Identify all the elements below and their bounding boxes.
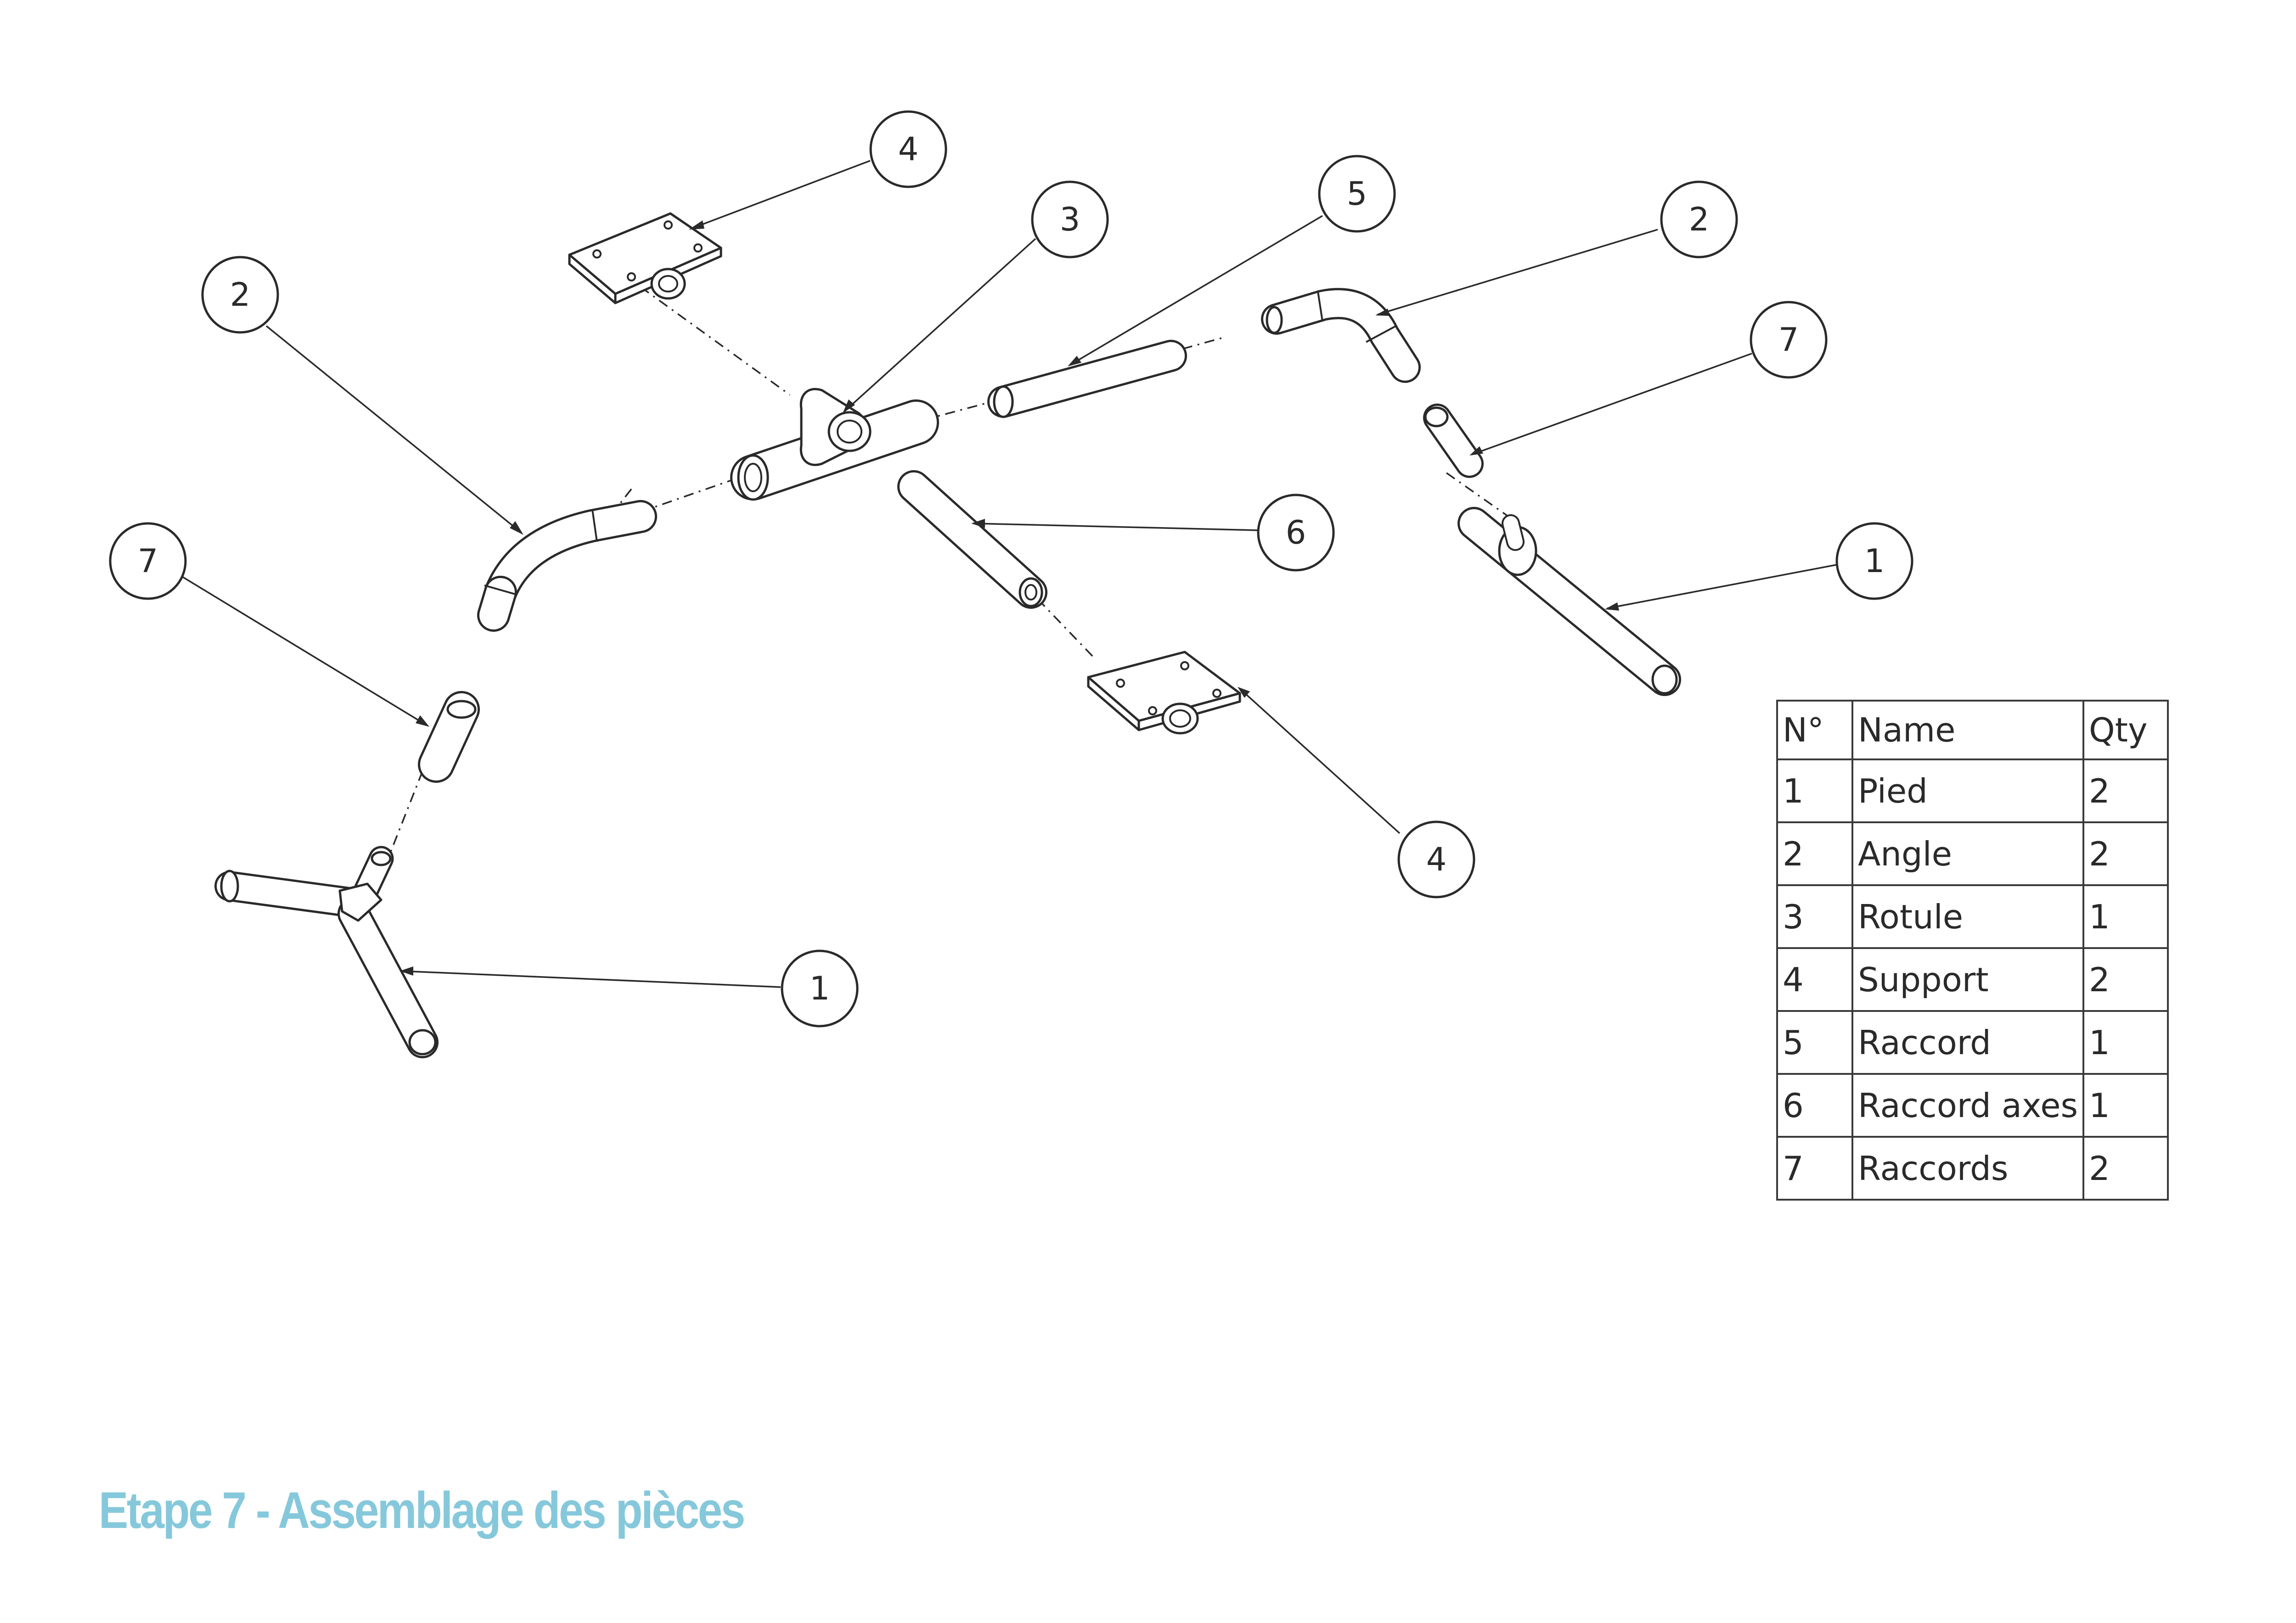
svg-text:4: 4 [1426, 841, 1447, 878]
row-qty: 2 [2082, 947, 2169, 1012]
callout-1-left: 1 [781, 949, 859, 1028]
row-number: 2 [1776, 821, 1853, 886]
row-number: 3 [1776, 884, 1853, 949]
svg-text:6: 6 [1286, 514, 1306, 551]
table-row: 7 Raccords 2 [1776, 1136, 2169, 1201]
svg-text:2: 2 [230, 276, 251, 314]
svg-text:1: 1 [1864, 542, 1885, 580]
part-support-top [568, 212, 722, 304]
row-name: Rotule [1851, 884, 2085, 949]
callout-3: 3 [1031, 180, 1109, 258]
row-number: 1 [1776, 758, 1853, 823]
callout-4-bottom: 4 [1397, 820, 1475, 899]
callout-2-right: 2 [1660, 180, 1738, 258]
part-raccord [987, 340, 1187, 418]
part-pied-left [214, 846, 439, 1058]
row-name: Raccords [1851, 1136, 2085, 1201]
table-row: 5 Raccord 1 [1776, 1010, 2169, 1075]
table-row: 4 Support 2 [1776, 947, 2169, 1012]
callout-1-right: 1 [1835, 522, 1913, 600]
row-qty: 1 [2082, 884, 2169, 949]
part-angle-right [1261, 288, 1421, 383]
header-qty: Qty [2082, 700, 2169, 760]
svg-text:2: 2 [1689, 201, 1710, 238]
callout-6: 6 [1257, 494, 1335, 572]
row-number: 7 [1776, 1136, 1853, 1201]
header-number: N° [1776, 700, 1853, 760]
row-number: 5 [1776, 1010, 1853, 1075]
table-row: 1 Pied 2 [1776, 758, 2169, 823]
row-name: Raccord [1851, 1010, 2085, 1075]
part-rotule [730, 387, 939, 501]
svg-text:3: 3 [1060, 201, 1080, 238]
part-raccords-left [418, 691, 480, 783]
row-qty: 2 [2082, 1136, 2169, 1201]
row-number: 6 [1776, 1073, 1853, 1138]
callout-7-left: 7 [109, 522, 187, 600]
svg-text:7: 7 [138, 542, 158, 580]
callout-bubbles: 4 3 5 2 2 7 6 1 [109, 110, 1913, 1028]
row-name: Support [1851, 947, 2085, 1012]
svg-text:1: 1 [810, 970, 830, 1007]
table-header-row: N° Name Qty [1776, 700, 2169, 760]
callout-4-top: 4 [869, 110, 947, 188]
callout-2-left: 2 [201, 256, 279, 334]
part-pied-right [1458, 507, 1681, 696]
part-support-bottom [1087, 651, 1241, 735]
row-qty: 2 [2082, 758, 2169, 823]
bill-of-materials-table: N° Name Qty 1 Pied 2 2 Angle 2 3 Rotule … [1776, 700, 2169, 1201]
part-angle-left [477, 500, 657, 632]
page-title: Etape 7 - Assemblage des pièces [99, 1482, 745, 1539]
callout-5: 5 [1318, 155, 1396, 233]
leader-arrowheads [400, 220, 1619, 976]
row-name: Raccord axes [1851, 1073, 2085, 1138]
header-name: Name [1851, 700, 2085, 760]
svg-text:7: 7 [1778, 321, 1799, 359]
row-qty: 1 [2082, 1073, 2169, 1138]
row-number: 4 [1776, 947, 1853, 1012]
part-raccords-right [1423, 404, 1484, 478]
table-row: 3 Rotule 1 [1776, 884, 2169, 949]
assembly-axes [387, 286, 1509, 859]
table-row: 2 Angle 2 [1776, 821, 2169, 886]
callout-7-right: 7 [1750, 301, 1828, 379]
row-qty: 2 [2082, 821, 2169, 886]
row-name: Angle [1851, 821, 2085, 886]
row-qty: 1 [2082, 1010, 2169, 1075]
svg-text:4: 4 [898, 130, 919, 168]
row-name: Pied [1851, 758, 2085, 823]
svg-text:5: 5 [1347, 175, 1367, 213]
leader-lines [181, 160, 1837, 988]
part-raccord-axes [897, 470, 1047, 609]
table-row: 6 Raccord axes 1 [1776, 1073, 2169, 1138]
